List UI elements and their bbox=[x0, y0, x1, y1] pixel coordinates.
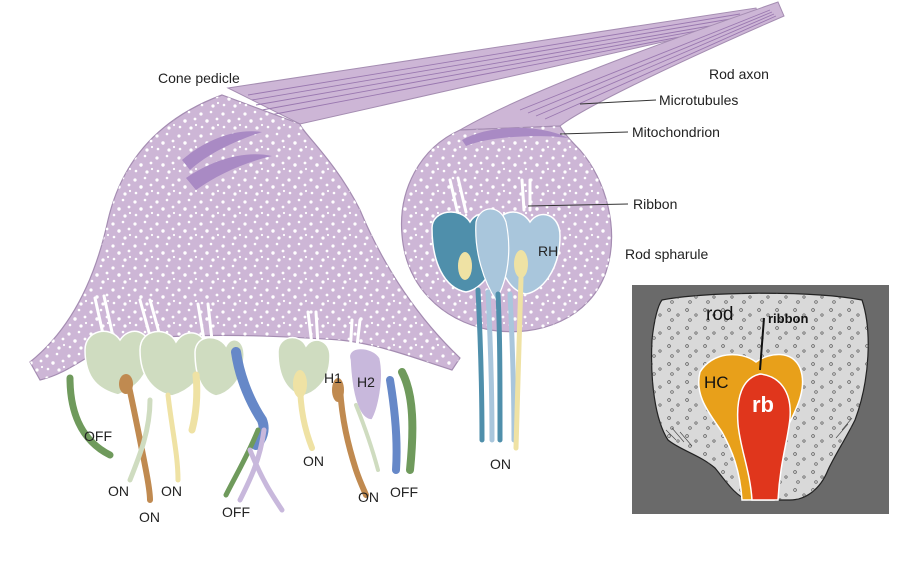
label-off-right: OFF bbox=[390, 484, 418, 500]
label-on-a: ON bbox=[108, 483, 129, 499]
label-off-bottom: OFF bbox=[222, 504, 250, 520]
on-bipolar-a bbox=[125, 379, 153, 503]
inset-label-hc: HC bbox=[704, 373, 729, 392]
off-bipolar-left bbox=[66, 374, 114, 459]
label-on-rod: ON bbox=[490, 456, 511, 472]
cone-ribbons bbox=[93, 294, 362, 357]
inset-ribbon bbox=[759, 317, 765, 371]
cone-microtubules bbox=[247, 13, 749, 116]
cone-mitochondria bbox=[182, 131, 272, 190]
on-bipolar-c bbox=[165, 392, 181, 483]
rod-spharule bbox=[400, 1, 785, 451]
label-rod-axon: Rod axon bbox=[709, 66, 769, 82]
label-on-d: ON bbox=[303, 453, 324, 469]
label-rod-spharule: Rod spharule bbox=[625, 246, 708, 262]
rod-axon bbox=[459, 1, 785, 131]
cone-postsynaptic-processes bbox=[66, 330, 417, 513]
label-microtubules: Microtubules bbox=[659, 92, 738, 108]
label-on-c: ON bbox=[139, 509, 160, 525]
inset-label-rb: rb bbox=[752, 392, 774, 417]
label-ribbon: Ribbon bbox=[633, 196, 677, 212]
label-rh: RH bbox=[538, 243, 558, 259]
rod-bipolar-on bbox=[513, 275, 524, 451]
leader-lines bbox=[527, 99, 657, 207]
rod-ribbons bbox=[448, 176, 532, 216]
on-bipolar-b bbox=[127, 397, 153, 483]
label-on-b: ON bbox=[161, 483, 182, 499]
rod-mitochondrion bbox=[462, 127, 568, 146]
label-h1: H1 bbox=[324, 370, 342, 386]
label-cone-pedicle: Cone pedicle bbox=[158, 70, 240, 86]
label-mitochondrion: Mitochondrion bbox=[632, 124, 720, 140]
rod-horizontal-rh bbox=[495, 211, 561, 295]
label-h2: H2 bbox=[357, 374, 375, 390]
cone-vesicles bbox=[30, 95, 460, 380]
label-off-left: OFF bbox=[84, 428, 112, 444]
inset-label-rod: rod bbox=[706, 304, 733, 325]
off-bipolar-right bbox=[398, 368, 417, 474]
inset-label-ribbon: ribbon bbox=[768, 311, 808, 326]
label-on-e: ON bbox=[358, 489, 379, 505]
cone-pedicle bbox=[29, 7, 761, 381]
inset-rod-bipolar bbox=[736, 373, 791, 501]
rod-microtubules bbox=[519, 9, 777, 120]
inset-panel: rod ribbon HC rb bbox=[632, 285, 889, 514]
inset-hatching bbox=[665, 417, 853, 447]
